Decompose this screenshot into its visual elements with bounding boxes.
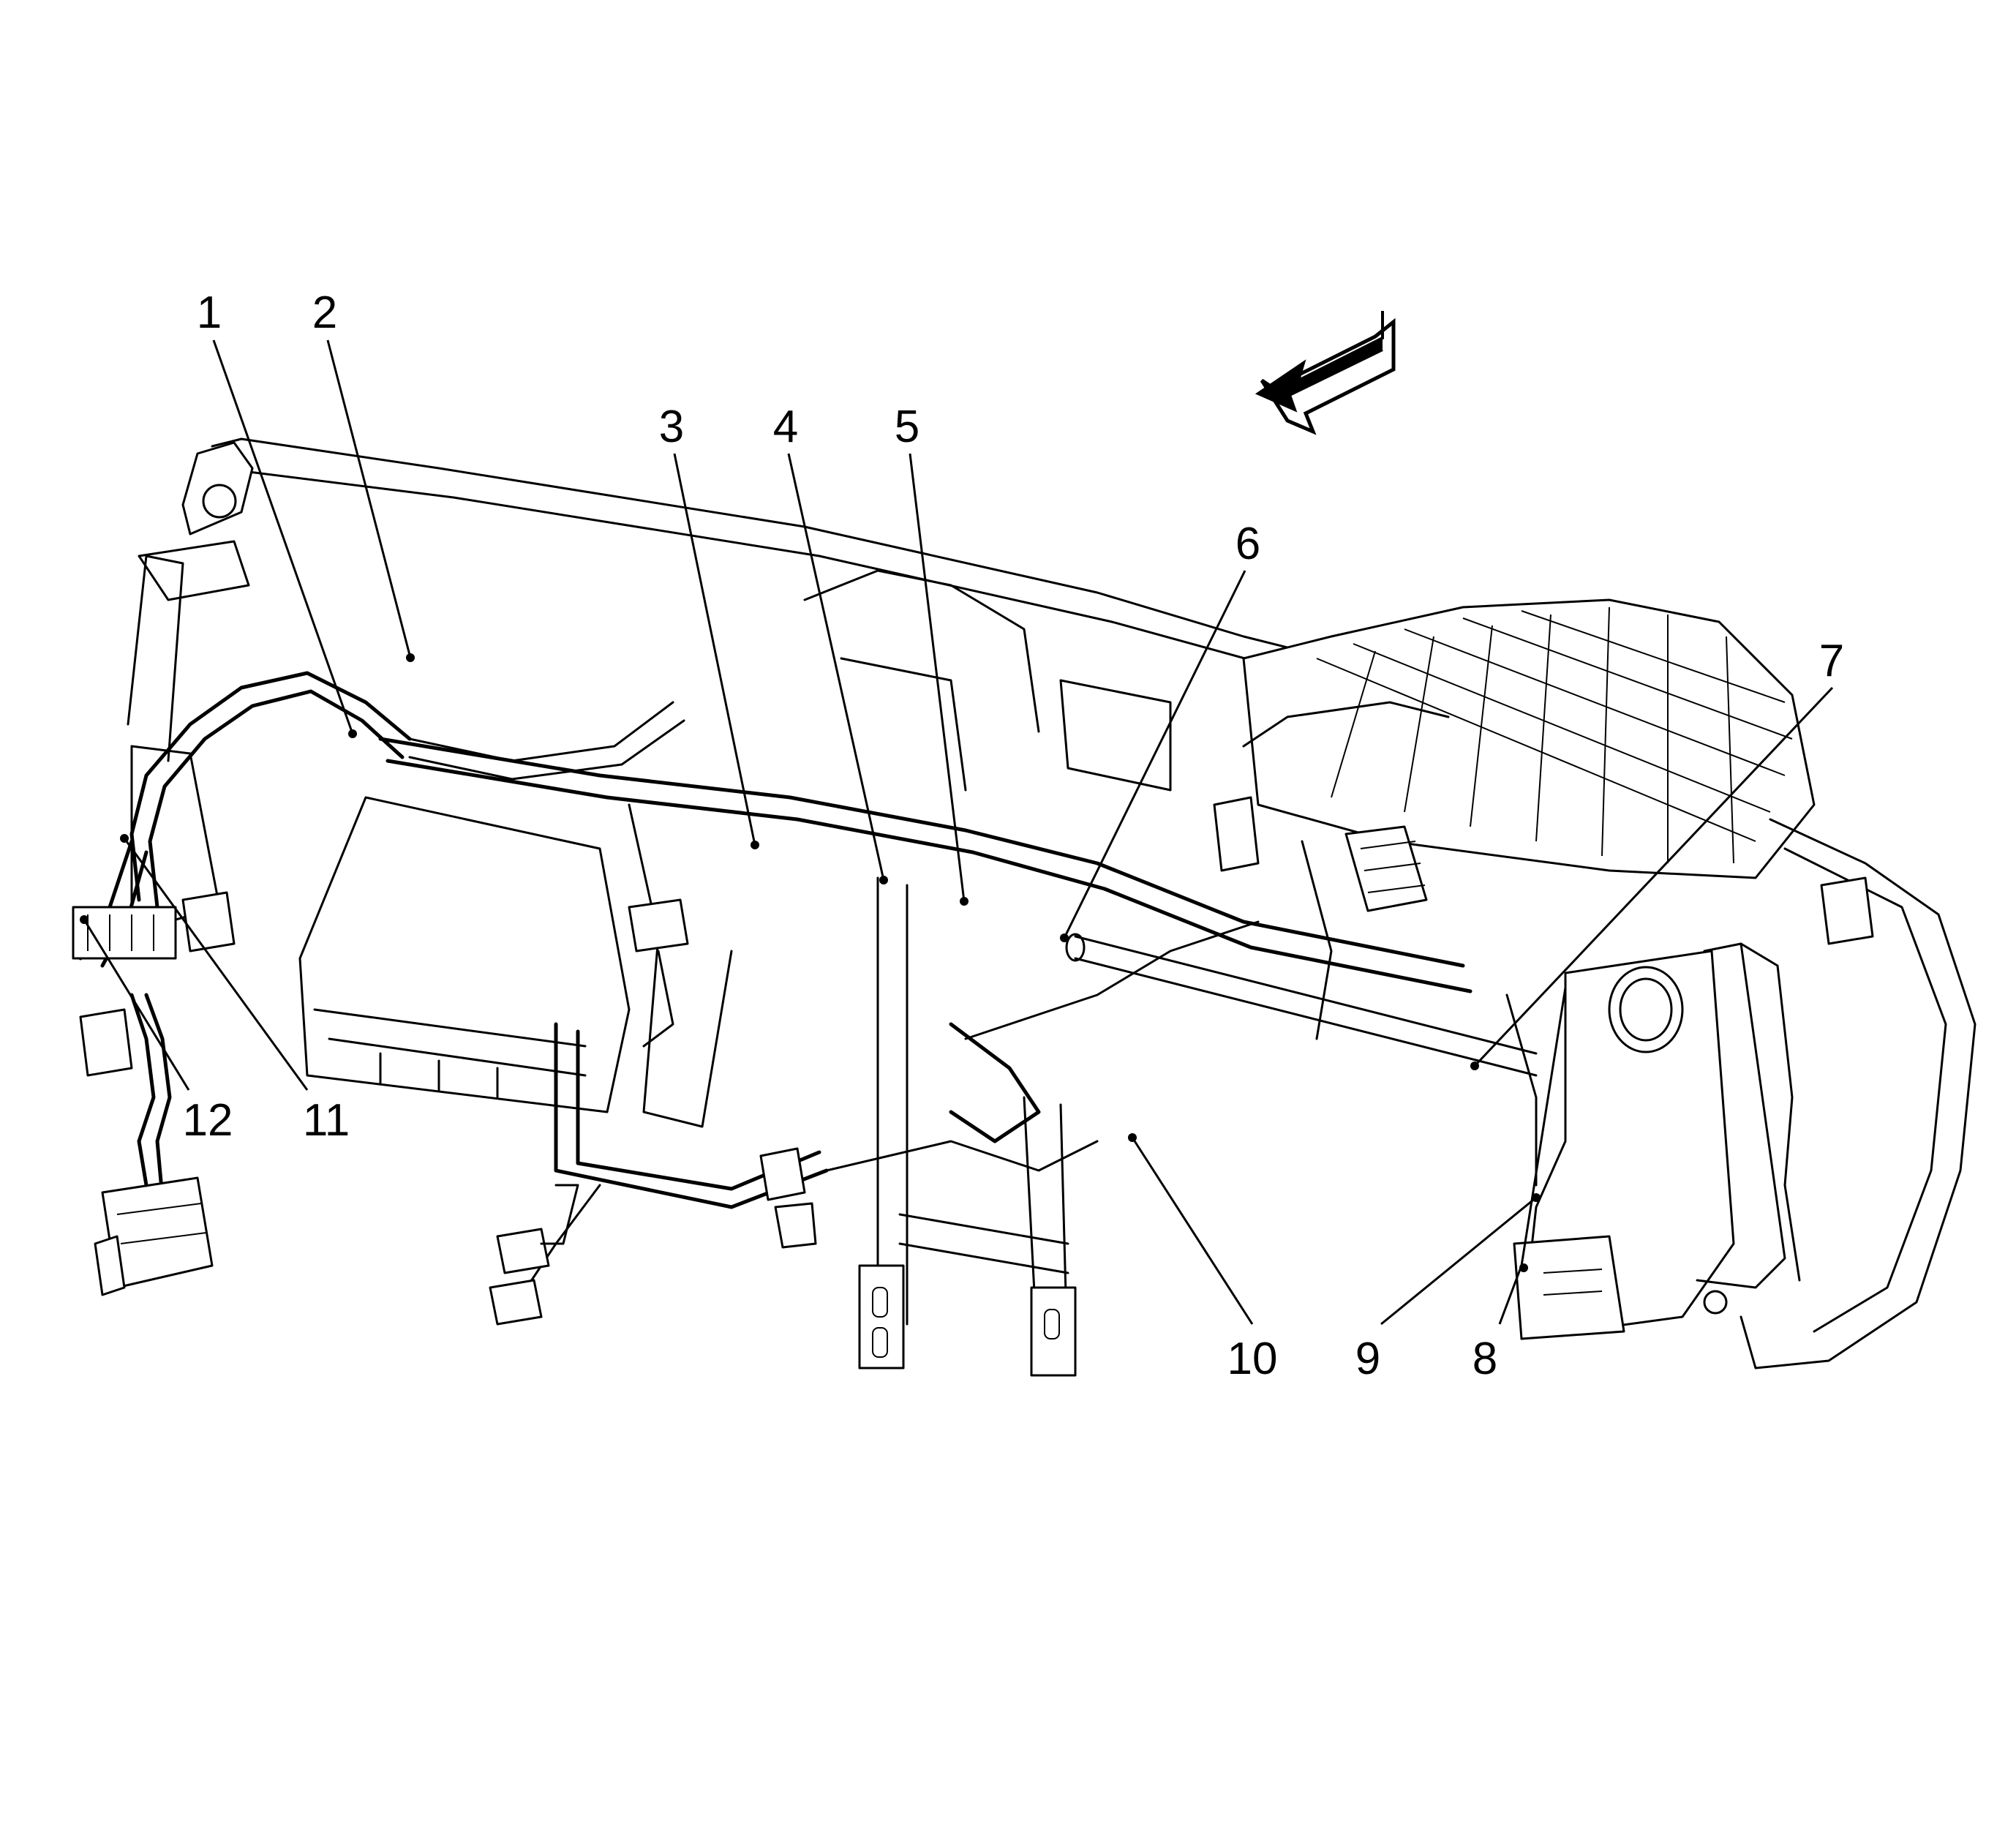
connector-lower-left	[94, 993, 214, 1296]
callout-labels: 1 2 3 4 5 6 7 8 9 10 11 12	[183, 288, 1845, 1384]
connector-right-central	[1213, 796, 1428, 912]
callout-4: 4	[773, 402, 798, 452]
callout-7: 7	[1819, 636, 1844, 686]
callout-11: 11	[303, 1095, 350, 1146]
callout-9: 9	[1355, 1334, 1380, 1384]
harness-connectors	[72, 796, 1874, 1326]
callout-5: 5	[895, 402, 919, 452]
callout-1: 1	[197, 288, 222, 338]
callout-12: 12	[183, 1095, 233, 1146]
callout-leaders	[80, 339, 1834, 1326]
callout-3: 3	[659, 402, 684, 452]
connector-left-cluster	[72, 891, 236, 1077]
callout-2: 2	[312, 288, 337, 338]
vehicle-front-arrow-icon	[1255, 311, 1396, 435]
connector-center-lower	[489, 1184, 579, 1326]
instrument-panel-carrier	[127, 437, 1976, 1377]
connector-lower-middle	[759, 1147, 817, 1249]
callout-10: 10	[1227, 1334, 1278, 1384]
callout-6: 6	[1235, 519, 1260, 569]
connector-right-upper	[1820, 876, 1874, 945]
connector-center-left	[628, 898, 689, 1048]
callout-8: 8	[1472, 1334, 1497, 1384]
